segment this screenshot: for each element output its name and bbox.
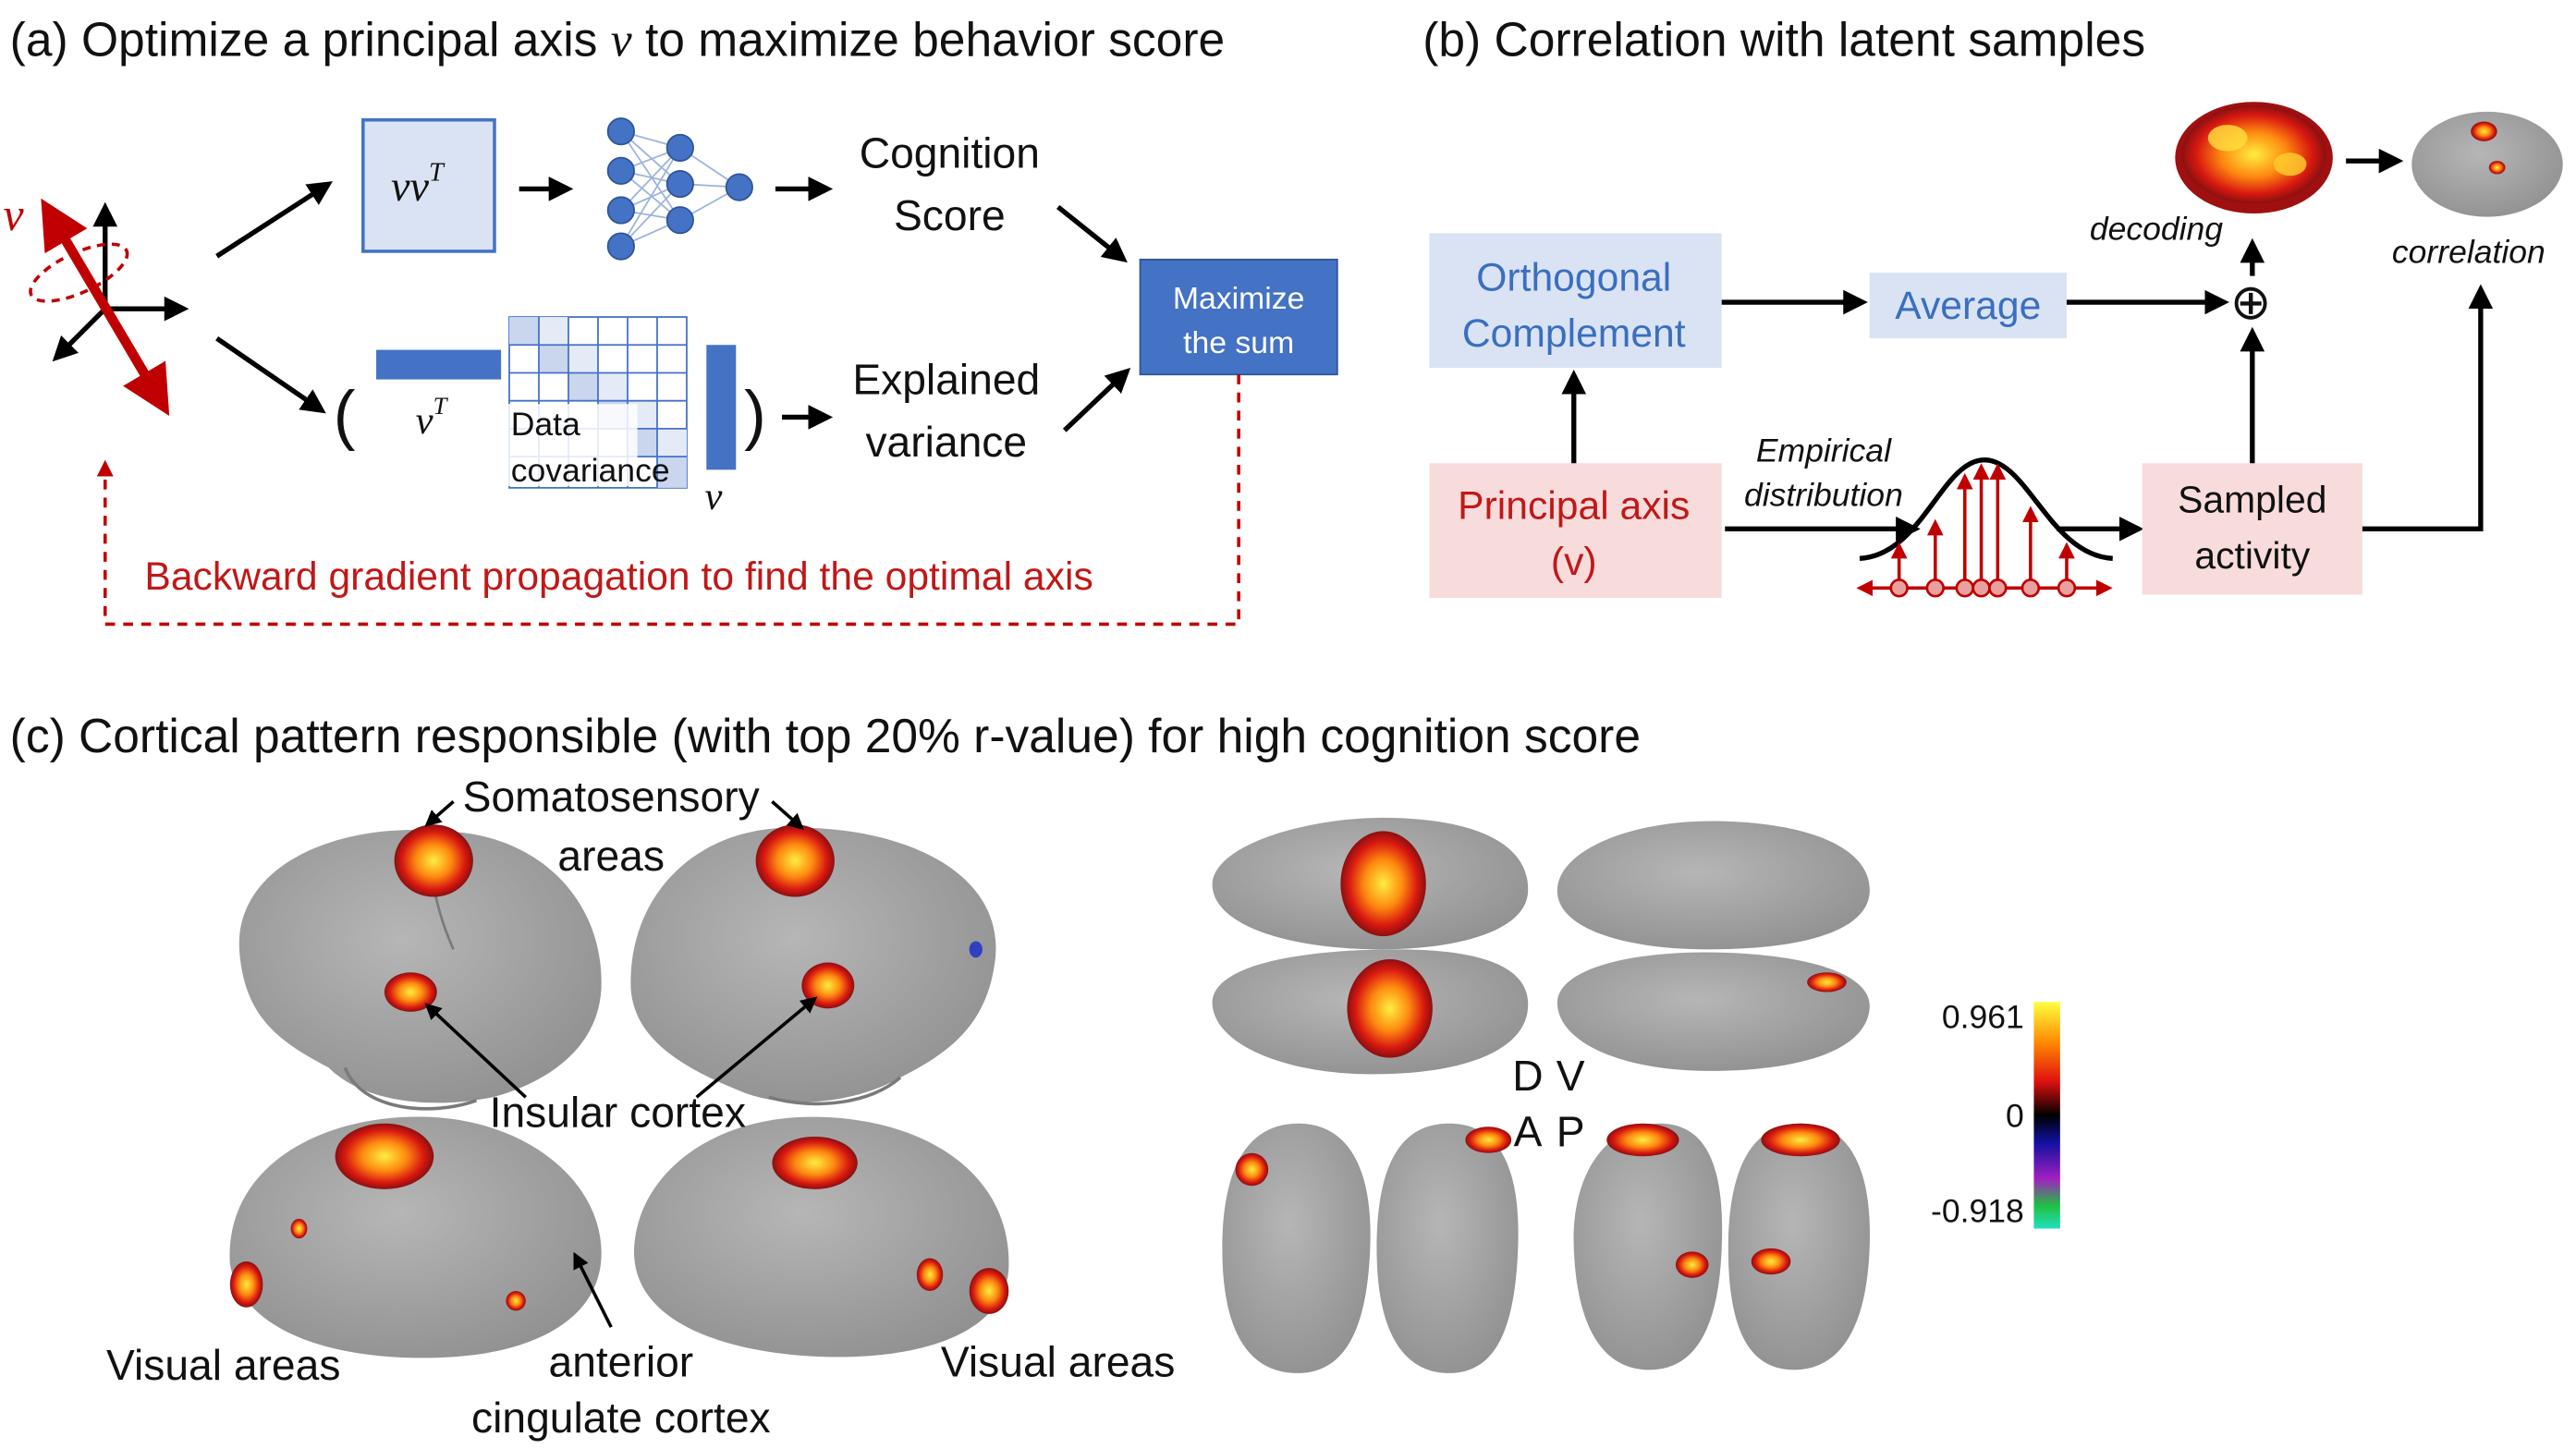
- empirical-line1: Empirical: [1756, 432, 1892, 469]
- paren-open: (: [334, 379, 356, 452]
- arrow-cognition-to-max: [1056, 204, 1128, 263]
- vvt-sup: T: [429, 159, 446, 188]
- average-box: [1869, 273, 2067, 339]
- sampled-activity-box: [2142, 463, 2362, 595]
- somato-arrow-right: [771, 800, 805, 831]
- acc-line2: cingulate cortex: [471, 1394, 771, 1442]
- colorbar-max: 0.961: [1942, 999, 2024, 1036]
- acc-line1: anterior: [549, 1337, 694, 1385]
- vvt-base: vv: [391, 163, 430, 210]
- decoding-label: decoding: [2090, 211, 2223, 248]
- cognition-score-line1: Cognition: [860, 128, 1040, 177]
- sampled-line2: activity: [2194, 534, 2310, 577]
- correlation-label: correlation: [2392, 233, 2545, 270]
- axes-icon: v: [4, 189, 189, 416]
- orthogonal-line1: Orthogonal: [1476, 256, 1671, 300]
- arrow-explained-to-max: [1062, 368, 1131, 432]
- panel-a-title-prefix: (a) Optimize a principal axis: [10, 12, 611, 66]
- vvt-box: [361, 117, 496, 253]
- vt-base: v: [416, 399, 433, 443]
- empirical-line2: distribution: [1744, 476, 1903, 513]
- vt-bar: [376, 349, 502, 380]
- insular-arrow-left: [424, 1003, 527, 1099]
- average-label: Average: [1895, 284, 2041, 328]
- arrow-to-vvt: [215, 181, 333, 259]
- colorbar-zero: 0: [2006, 1097, 2024, 1134]
- v-bar-label: v: [705, 475, 723, 518]
- orthogonal-box: [1429, 233, 1722, 369]
- explained-variance-line1: Explained: [852, 356, 1040, 404]
- principal-axis-line2: (v): [1551, 540, 1597, 584]
- correlation-brain-image: [2411, 111, 2563, 217]
- brain-medial-left: [229, 1116, 602, 1358]
- colorbar-min: -0.918: [1931, 1192, 2024, 1229]
- panel-b-title: (b) Correlation with latent samples: [1422, 12, 2145, 66]
- panel-a-title: (a) Optimize a principal axis v to maxim…: [10, 12, 1226, 67]
- maximize-box: [1139, 258, 1338, 376]
- insular-label: Insular cortex: [490, 1088, 746, 1136]
- brain-lateral-left: [238, 824, 602, 1111]
- cognition-score-line2: Score: [894, 191, 1006, 239]
- plus-symbol: ⊕: [2230, 274, 2272, 331]
- somatosensory-line2: areas: [557, 832, 665, 880]
- v-bar: [706, 345, 737, 470]
- empirical-distribution-icon: [1856, 457, 2113, 598]
- arrow-to-variance: [215, 335, 326, 414]
- arrow-sampled-to-correlation: [2362, 284, 2494, 531]
- insular-arrow-right: [695, 996, 818, 1099]
- somatosensory-line1: Somatosensory: [463, 773, 761, 821]
- brain-anterior-view: [1222, 1123, 1519, 1373]
- visual-areas-right: Visual areas: [941, 1337, 1175, 1385]
- covariance-matrix: Data covariance: [506, 316, 688, 489]
- panel-c-title: (c) Cortical pattern responsible (with t…: [10, 709, 1641, 762]
- dir-d: D: [1512, 1052, 1543, 1100]
- brain-medial-right: [633, 1116, 1009, 1358]
- principal-axis-line1: Principal axis: [1458, 484, 1690, 529]
- maximize-line2: the sum: [1183, 325, 1294, 360]
- backward-gradient-text: Backward gradient propagation to find th…: [144, 554, 1093, 599]
- brain-dorsal-top: [1212, 817, 1529, 950]
- somato-arrow-left: [424, 800, 455, 827]
- vvt-label: vvT: [391, 159, 446, 210]
- acc-arrow: [573, 1251, 613, 1328]
- brain-dorsal-bottom: [1212, 949, 1529, 1075]
- sampled-line1: Sampled: [2178, 479, 2326, 521]
- brain-ventral-top: [1557, 821, 1870, 950]
- neural-network-icon: [606, 117, 753, 261]
- backward-gradient-path: [96, 374, 1240, 627]
- visual-areas-left: Visual areas: [106, 1341, 340, 1389]
- paren-close: ): [744, 379, 766, 452]
- brain-posterior-view: [1573, 1123, 1871, 1370]
- panel-a-title-suffix: to maximize behavior score: [632, 12, 1226, 66]
- vt-sup: T: [433, 392, 449, 420]
- vt-label: vT: [416, 392, 449, 443]
- brain-ventral-bottom: [1557, 952, 1870, 1071]
- brain-lateral-right: [630, 824, 996, 1106]
- panel-a-title-var: v: [611, 14, 632, 67]
- maximize-line1: Maximize: [1173, 281, 1305, 316]
- dir-v: V: [1557, 1052, 1585, 1100]
- principal-axis-box: [1429, 463, 1722, 598]
- data-cov-line1: Data: [511, 406, 580, 443]
- colorbar: [2033, 1002, 2060, 1229]
- data-cov-line2: covariance: [511, 452, 670, 489]
- explained-variance-line2: variance: [865, 418, 1027, 466]
- dir-p: P: [1557, 1108, 1585, 1156]
- vector-v-label: v: [4, 189, 25, 240]
- orthogonal-line2: Complement: [1462, 311, 1686, 356]
- dir-a: A: [1514, 1108, 1543, 1156]
- decoded-brain-image: [2175, 102, 2333, 214]
